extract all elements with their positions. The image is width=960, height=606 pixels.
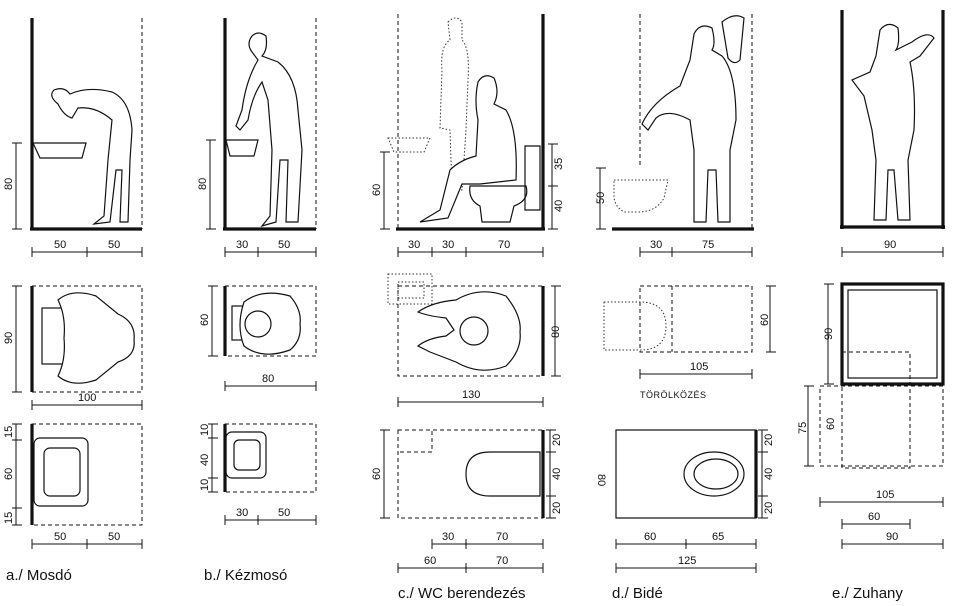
standing-silhouette-icon bbox=[439, 17, 469, 191]
c-fx-w2-label: 70 bbox=[496, 531, 508, 543]
a-elevation: 80 50 50 bbox=[3, 18, 143, 257]
c-elev-w3-label: 70 bbox=[498, 239, 510, 251]
e-plan-h3-label: 75 bbox=[797, 422, 809, 434]
d-fx-r2-label: 40 bbox=[763, 468, 775, 480]
d-elev-w2-label: 75 bbox=[702, 239, 714, 251]
d-fx-w2-label: 65 bbox=[712, 531, 724, 543]
person-bending-icon bbox=[51, 88, 133, 225]
e-elev-width-label: 90 bbox=[884, 239, 896, 251]
c-fx-w4-label: 70 bbox=[496, 555, 508, 567]
d-fx-w3-label: 125 bbox=[678, 555, 696, 567]
c-plan-height-label: 80 bbox=[550, 326, 562, 338]
e-plan-w3-label: 90 bbox=[886, 531, 898, 543]
bidet-bowl-icon bbox=[683, 451, 745, 497]
a-elev-w1-label: 50 bbox=[54, 239, 66, 251]
a-fx-w2-label: 50 bbox=[108, 531, 120, 543]
e-plan-h2-label: 60 bbox=[825, 418, 837, 430]
panel-b-kezmoso: 80 30 50 60 80 bbox=[197, 18, 317, 584]
c-elevation: 60 35 40 30 30 70 bbox=[371, 14, 565, 257]
b-fx-w2-label: 50 bbox=[278, 507, 290, 519]
person-drying-icon bbox=[641, 25, 737, 223]
a-fixture: 15 60 15 50 50 bbox=[3, 423, 143, 549]
a-elev-w2-label: 50 bbox=[108, 239, 120, 251]
a-fx-w1-label: 50 bbox=[54, 531, 66, 543]
e-elevation: 90 bbox=[840, 10, 945, 257]
b-elev-height-label: 80 bbox=[197, 178, 209, 190]
c-plan: 80 130 bbox=[387, 273, 562, 407]
d-fx-r1-label: 20 bbox=[763, 434, 775, 446]
a-plan: 90 100 bbox=[3, 285, 143, 410]
person-standing-icon bbox=[235, 32, 303, 228]
b-fx-w1-label: 30 bbox=[236, 507, 248, 519]
a-plan-height-label: 90 bbox=[3, 332, 15, 344]
b-plan-height-label: 60 bbox=[199, 314, 211, 326]
b-fx-mid-label: 40 bbox=[199, 454, 211, 466]
d-fx-height-label: 80 bbox=[595, 474, 607, 486]
c-elev-height-label: 60 bbox=[371, 184, 383, 196]
b-elev-w2-label: 50 bbox=[278, 239, 290, 251]
c-elev-w1-label: 30 bbox=[408, 239, 420, 251]
caption-e: e./ Zuhany bbox=[832, 585, 903, 602]
a-plan-width-label: 100 bbox=[78, 392, 96, 404]
c-fx-r3-label: 20 bbox=[551, 502, 563, 514]
c-elev-r1-label: 35 bbox=[553, 158, 565, 170]
d-elev-w1-label: 30 bbox=[650, 239, 662, 251]
c-fx-r1-label: 20 bbox=[551, 434, 563, 446]
person-top-view-icon bbox=[57, 292, 135, 384]
d-plan: 60 105 TÖRÖLKÖZÉS bbox=[603, 285, 776, 400]
c-elev-w2-label: 30 bbox=[442, 239, 454, 251]
b-fx-bot-label: 10 bbox=[199, 479, 211, 491]
d-fx-w1-label: 60 bbox=[644, 531, 656, 543]
d-elev-height-label: 50 bbox=[595, 192, 607, 204]
d-plan-height-label: 60 bbox=[759, 314, 771, 326]
panel-c-wc: 60 35 40 30 30 70 80 bbox=[371, 14, 565, 602]
b-plan-width-label: 80 bbox=[262, 373, 274, 385]
d-elevation: 50 30 75 bbox=[595, 14, 754, 257]
b-plan: 60 80 bbox=[199, 285, 317, 391]
c-fx-height-label: 60 bbox=[371, 468, 383, 480]
a-fx-top-label: 15 bbox=[3, 426, 15, 438]
c-fx-w3-label: 60 bbox=[424, 555, 436, 567]
a-fx-mid-label: 60 bbox=[3, 468, 15, 480]
a-fx-bot-label: 15 bbox=[3, 512, 15, 524]
e-plan-h1-label: 90 bbox=[823, 328, 835, 340]
d-fixture: 80 20 40 20 60 65 125 bbox=[595, 429, 775, 573]
panel-a-mosdo: 80 50 50 90 100 bbox=[3, 18, 143, 584]
person-showering-icon bbox=[851, 23, 935, 221]
c-fx-r2-label: 40 bbox=[551, 468, 563, 480]
d-plan-width-label: 105 bbox=[690, 361, 708, 373]
e-plan-w2-label: 60 bbox=[868, 511, 880, 523]
b-fixture: 10 40 10 30 50 bbox=[199, 423, 317, 525]
b-elevation: 80 30 50 bbox=[197, 18, 317, 257]
d-fx-r3-label: 20 bbox=[763, 502, 775, 514]
c-plan-width-label: 130 bbox=[462, 389, 480, 401]
wc-bowl-icon bbox=[465, 451, 541, 497]
caption-c: c./ WC berendezés bbox=[398, 585, 526, 602]
b-elev-w1-label: 30 bbox=[236, 239, 248, 251]
e-plan-w1-label: 105 bbox=[876, 489, 894, 501]
c-fx-w1-label: 30 bbox=[442, 531, 454, 543]
c-elev-r2-label: 40 bbox=[553, 200, 565, 212]
caption-d: d./ Bidé bbox=[612, 585, 663, 602]
bidet-plan-icon bbox=[603, 301, 667, 351]
torolkozes-note: TÖRÖLKÖZÉS bbox=[640, 390, 707, 400]
panel-e-zuhany: 90 90 60 75 105 60 90 bbox=[797, 10, 945, 602]
caption-b: b./ Kézmosó bbox=[204, 567, 287, 584]
b-fx-top-label: 10 bbox=[199, 424, 211, 436]
person-seated-icon bbox=[419, 75, 517, 223]
e-plan: 90 60 75 105 60 90 bbox=[797, 282, 945, 549]
caption-a: a./ Mosdó bbox=[6, 567, 72, 584]
a-elev-height-label: 80 bbox=[3, 178, 15, 190]
c-fixture: 60 20 40 20 30 70 60 70 bbox=[371, 429, 563, 573]
panel-d-bide: 50 30 75 60 105 TÖRÖLKÖZÉS bbox=[595, 14, 776, 602]
